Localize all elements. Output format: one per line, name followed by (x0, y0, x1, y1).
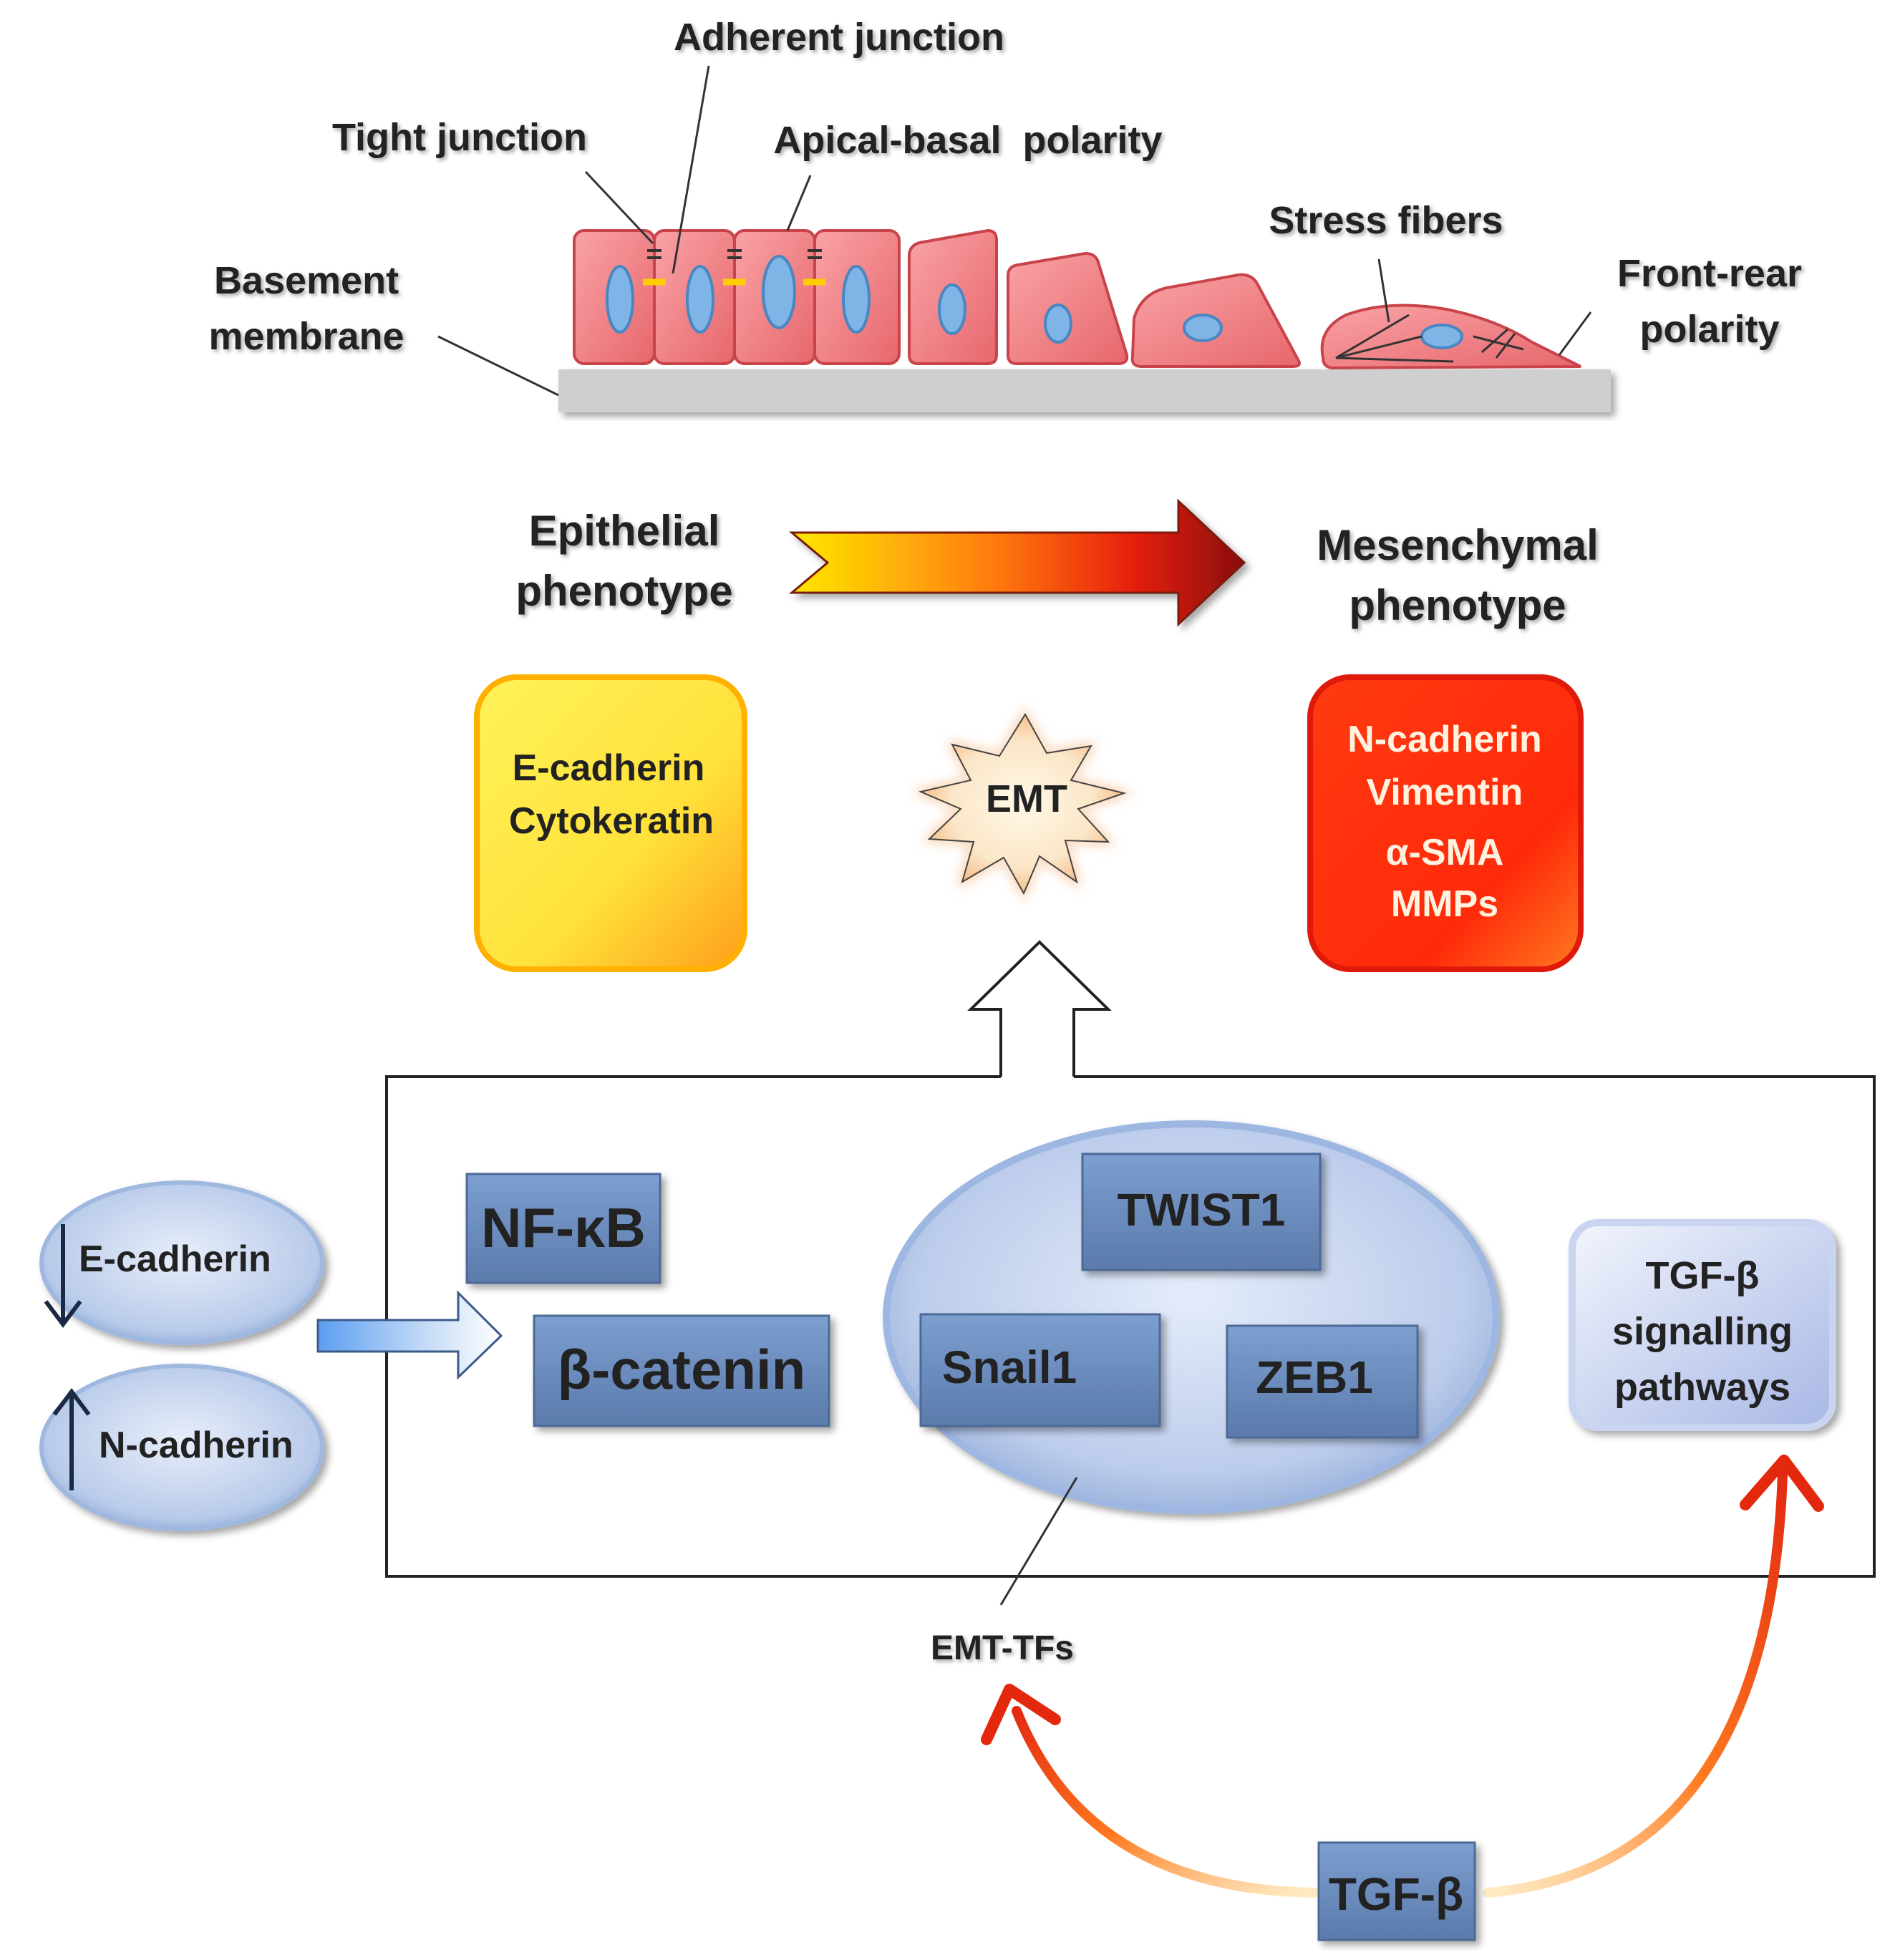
cadherin-switch: E-cadherin N-cadherin (39, 1180, 324, 1531)
basement-membrane (558, 369, 1611, 412)
nucleus (1044, 304, 1072, 344)
tight-junction-label: Tight junction (332, 116, 587, 159)
basement-label-line1: Basement (214, 259, 399, 302)
nucleus (1183, 314, 1223, 342)
phenotype-labels: Epithelial phenotype Mesenchymal phenoty… (515, 507, 1598, 629)
basement-label-line2: membrane (208, 315, 404, 358)
ncadherin-label: N-cadherin (99, 1425, 294, 1466)
marker-cytokeratin: Cytokeratin (509, 800, 714, 842)
nucleus (606, 265, 634, 334)
snail1-label: Snail1 (942, 1342, 1077, 1393)
up-arrow-icon (52, 1388, 91, 1490)
front-rear-label-line1: Front-rear (1617, 252, 1802, 295)
nucleus (1420, 324, 1463, 349)
marker-asma: α-SMA (1386, 832, 1504, 873)
right-blue-arrow (316, 1290, 503, 1380)
transitioning-cells (908, 228, 1581, 370)
tgfb-pathways-line1: TGF-β (1646, 1254, 1760, 1297)
marker-ecadherin: E-cadherin (513, 747, 705, 789)
mesenchymal-label-line2: phenotype (1349, 581, 1566, 629)
emt-burst: EMT (911, 709, 1135, 901)
twist1-label: TWIST1 (1118, 1184, 1286, 1236)
tgfb-pathways-line2: signalling (1612, 1310, 1793, 1353)
tgfb-pathways-line3: pathways (1614, 1366, 1790, 1409)
tgfb-label: TGF-β (1329, 1868, 1463, 1920)
tgfb-pathways-box: TGF-β signalling pathways (1569, 1219, 1836, 1431)
epithelial-markers-box: E-cadherin Cytokeratin (474, 674, 747, 972)
nfkb-label: NF-κB (481, 1196, 646, 1259)
top-labels: Adherent junction Tight junction Apical-… (208, 16, 1802, 358)
emt-label: EMT (986, 777, 1067, 820)
marker-vimentin: Vimentin (1367, 772, 1523, 813)
nfkb-box: NF-κB (465, 1173, 661, 1284)
tight-junction-marks (647, 249, 822, 259)
factors-frame (385, 1075, 1876, 1578)
nucleus (842, 265, 871, 334)
down-arrow-icon (44, 1224, 82, 1328)
mesenchymal-markers-box: N-cadherin Vimentin α-SMA MMPs (1307, 674, 1584, 972)
zeb1-box: ZEB1 (1226, 1324, 1419, 1439)
emt-direction-arrow (788, 498, 1246, 627)
adherent-junction-label: Adherent junction (674, 16, 1004, 59)
front-rear-label-line2: polarity (1639, 308, 1779, 351)
emt-tfs-ellipse: TWIST1 Snail1 ZEB1 (883, 1120, 1500, 1514)
ecadherin-label: E-cadherin (79, 1238, 271, 1280)
nucleus (938, 283, 966, 335)
up-arrow (967, 940, 1112, 1077)
nucleus (686, 265, 714, 334)
bcatenin-label: β-catenin (558, 1338, 806, 1401)
snail1-box: Snail1 (919, 1313, 1161, 1427)
epithelial-cells (573, 229, 901, 365)
bcatenin-box: β-catenin (533, 1314, 830, 1427)
tgfb-box: TGF-β (1317, 1841, 1476, 1941)
stress-fibers-label: Stress fibers (1269, 199, 1503, 242)
twist1-box: TWIST1 (1081, 1153, 1322, 1271)
zeb1-label: ZEB1 (1256, 1352, 1373, 1403)
marker-mmps: MMPs (1391, 883, 1498, 925)
epithelial-label-line2: phenotype (515, 567, 732, 615)
nucleus (762, 255, 796, 329)
marker-ncadherin: N-cadherin (1347, 719, 1542, 760)
emt-tfs-pointer: EMT-TFs (931, 1477, 1078, 1667)
stress-fiber-lines (1335, 314, 1524, 363)
epithelial-label-line1: Epithelial (529, 507, 720, 555)
leader-lines (437, 65, 1592, 397)
tgfb-curved-arrows (981, 1455, 1824, 1898)
mesenchymal-label-line1: Mesenchymal (1317, 521, 1599, 569)
emt-tfs-label: EMT-TFs (931, 1629, 1074, 1667)
apical-basal-label: Apical-basal polarity (773, 119, 1162, 162)
